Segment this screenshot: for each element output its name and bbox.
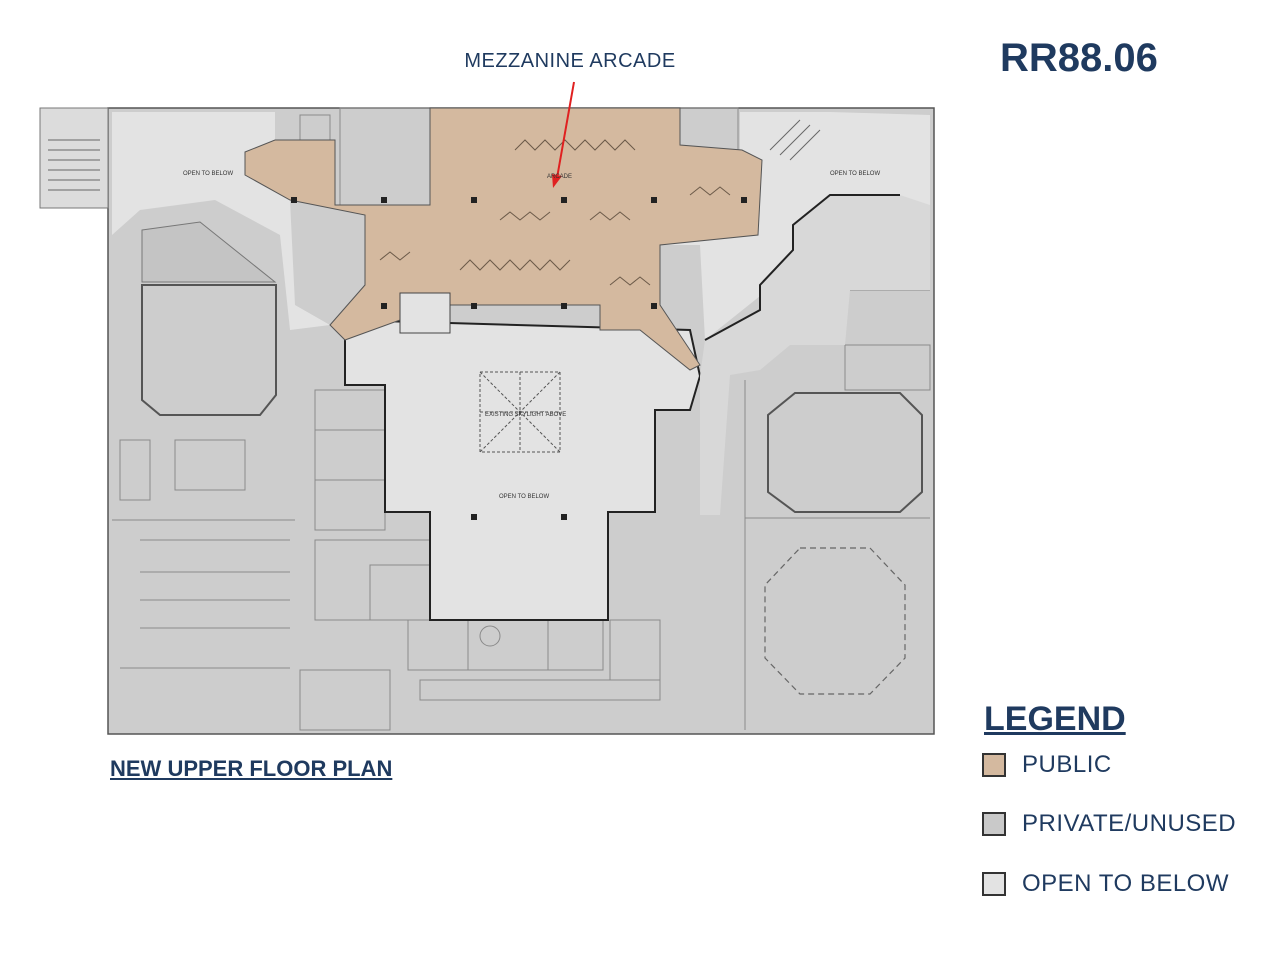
legend-label-private: PRIVATE/UNUSED	[1022, 810, 1237, 837]
mezzanine-callout-label: MEZZANINE ARCADE	[464, 50, 676, 72]
open-swatch	[982, 872, 1006, 896]
legend-label-public: PUBLIC	[1022, 751, 1112, 778]
open-to-below-areas	[112, 112, 930, 621]
legend-item-public: PUBLIC	[982, 751, 1112, 778]
legend-title: LEGEND	[984, 700, 1126, 738]
project-code: RR88.06	[1000, 36, 1158, 80]
public-arcade-area	[244, 107, 763, 520]
legend-label-open: OPEN TO BELOW	[1022, 870, 1229, 897]
open-to-below-label-right: OPEN TO BELOW	[830, 171, 880, 177]
open-to-below-label-left: OPEN TO BELOW	[183, 171, 233, 177]
callout-arrow	[552, 81, 575, 188]
legend-item-open: OPEN TO BELOW	[982, 870, 1229, 897]
plan-title: NEW UPPER FLOOR PLAN	[110, 756, 393, 781]
private-swatch	[982, 812, 1006, 836]
open-to-below-label-center: OPEN TO BELOW	[499, 494, 549, 500]
arcade-label: ARCADE	[547, 174, 572, 180]
legend-item-private: PRIVATE/UNUSED	[982, 810, 1237, 837]
public-swatch	[982, 753, 1006, 777]
skylight-grid	[479, 371, 561, 453]
skylight-label: EXISTING SKYLIGHT ABOVE	[485, 412, 566, 418]
